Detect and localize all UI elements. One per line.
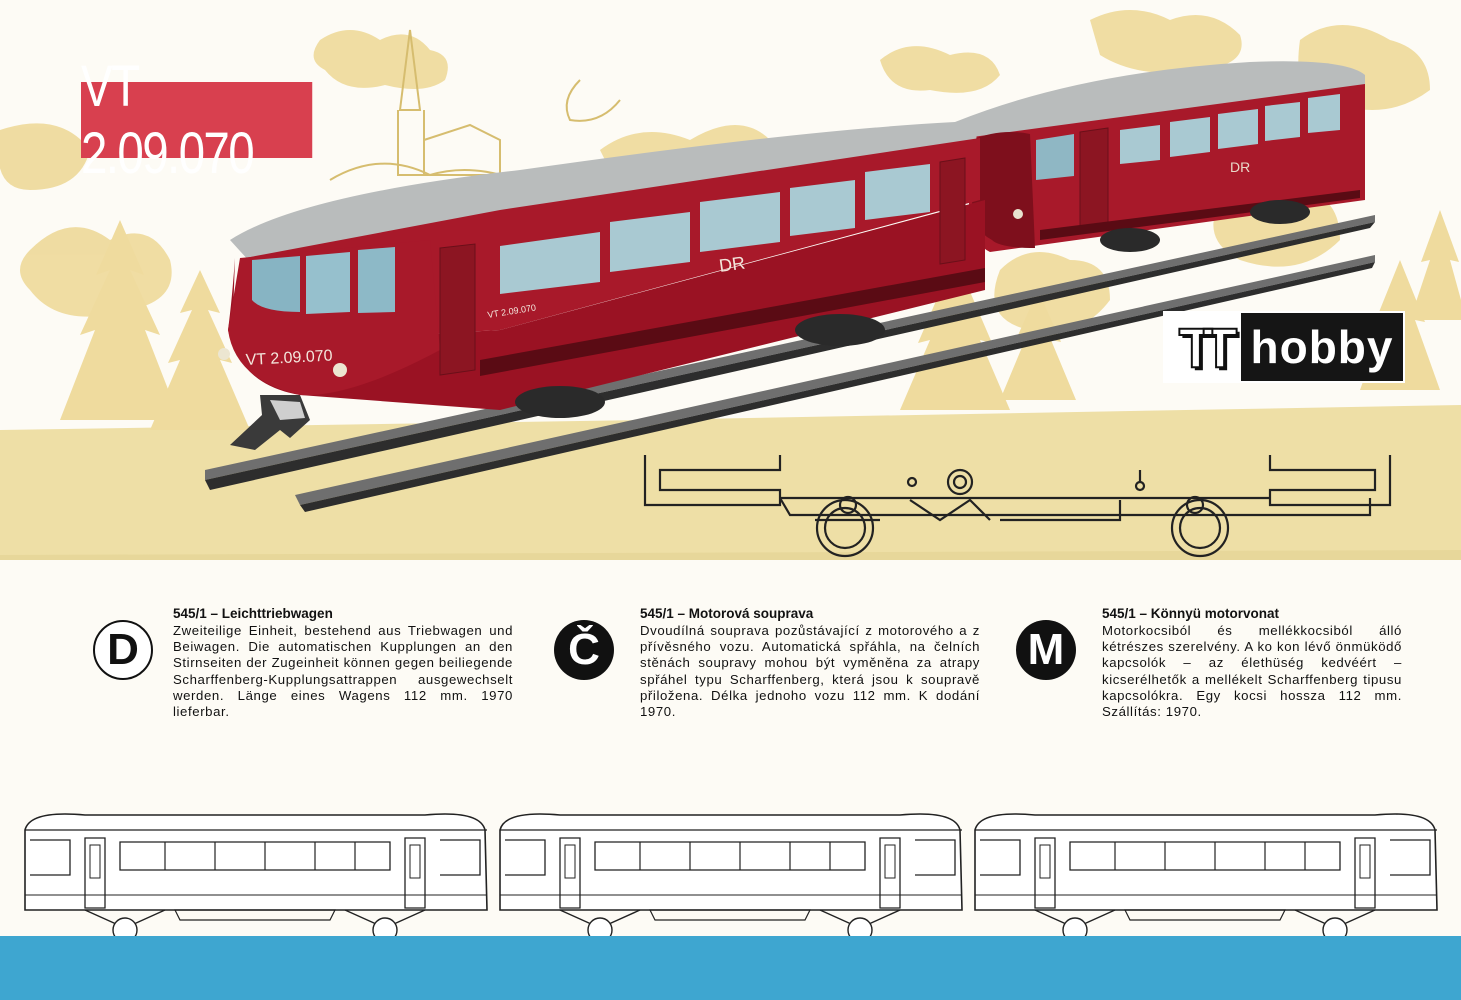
operator-mark: DR: [718, 253, 747, 276]
description-body: Zweiteilige Einheit, bestehend aus Trieb…: [173, 623, 513, 720]
language-marker-german: D: [93, 620, 153, 680]
hero-artwork: DR VT 2.09.070 VT 2.09.070: [0, 10, 1461, 560]
description-hungarian: 545/1 – Könnyü motorvonat Motorkocsiból …: [1102, 606, 1402, 720]
description-german: 545/1 – Leichttriebwagen Zweiteilige Ein…: [173, 606, 513, 720]
car-drawing-3: [974, 813, 1438, 940]
trailer-operator-mark: DR: [1230, 159, 1250, 175]
bottom-color-band: [0, 936, 1461, 1000]
car-drawing-1: [24, 813, 488, 940]
description-title: 545/1 – Leichttriebwagen: [173, 606, 333, 621]
description-title: 545/1 – Könnyü motorvonat: [1102, 606, 1280, 621]
motor-car: [218, 122, 985, 450]
car-drawing-2: [499, 813, 963, 940]
hobby-logo-text: hobby: [1241, 313, 1403, 381]
description-body: Motorkocsiból és mellékkocsiból álló két…: [1102, 623, 1402, 720]
tt-hobby-logo: TT hobby: [1165, 313, 1403, 381]
side-view-drawings: [24, 813, 1438, 940]
trailer-car: [955, 61, 1365, 252]
tt-logo-mark: TT: [1178, 315, 1238, 380]
description-title: 545/1 – Motorová souprava: [640, 606, 814, 621]
cab-number: VT 2.09.070: [245, 347, 333, 369]
model-number-badge: VT 2.09.070: [81, 54, 313, 186]
main-track: [205, 215, 1375, 512]
hero-illustration: DR VT 2.09.070 VT 2.09.070: [0, 10, 1461, 560]
language-marker-czech: Č: [554, 620, 614, 680]
description-czech: 545/1 – Motorová souprava Dvoudílná soup…: [640, 606, 980, 720]
underframe-drawing: [643, 455, 1392, 558]
language-marker-hungarian: M: [1016, 620, 1076, 680]
description-body: Dvoudílná souprava pozůstávající z motor…: [640, 623, 980, 720]
